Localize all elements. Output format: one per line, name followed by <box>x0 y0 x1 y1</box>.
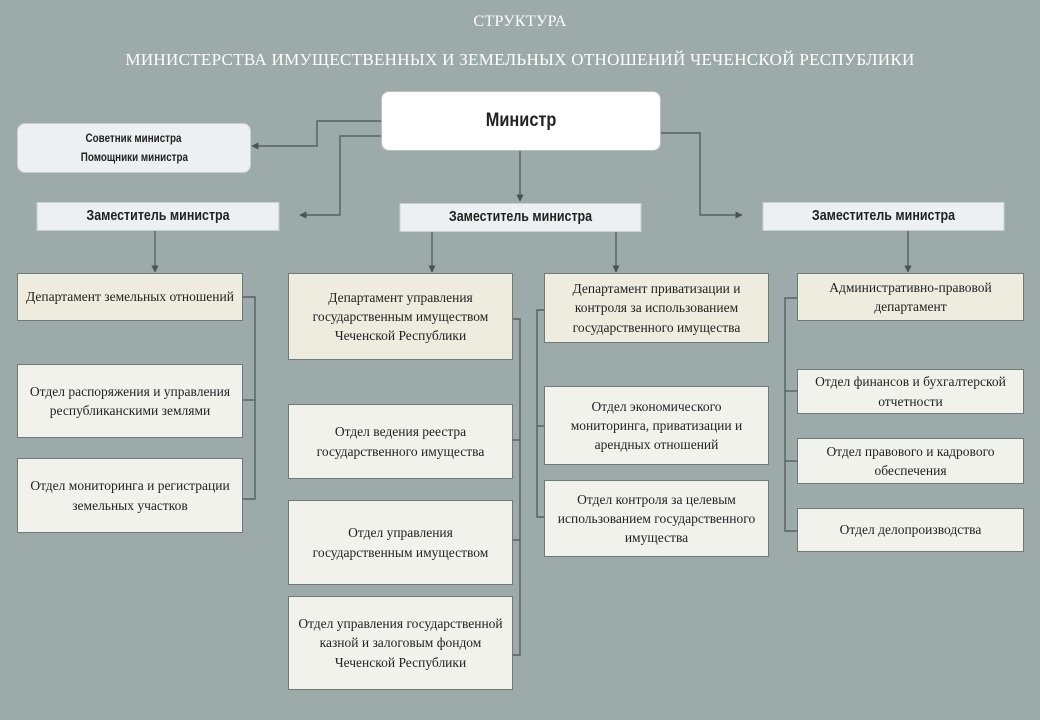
advisor-line-2: Помощники министра <box>80 150 188 164</box>
connector-minister-advisor <box>251 120 381 150</box>
bracket-col2 <box>513 318 521 656</box>
bracket-col1 <box>243 296 256 500</box>
connector-minister-deputy-right <box>661 132 743 219</box>
deputy-box-center: Заместитель министра <box>399 203 642 232</box>
unit-records: Отдел делопроизводства <box>797 508 1024 552</box>
unit-land-management: Отдел распоряжения и управления республи… <box>17 364 243 438</box>
chart-title-line-1: СТРУКТУРА <box>473 13 567 30</box>
bracket-col3 <box>536 309 544 518</box>
dept-state-property: Департамент управления государственным и… <box>288 273 513 360</box>
dept-administrative-legal: Административно-правовой департамент <box>797 273 1024 321</box>
dept-land-relations: Департамент земельных отношений <box>17 273 243 321</box>
minister-box: Министр <box>381 91 661 151</box>
unit-legal-hr: Отдел правового и кадрового обеспечения <box>797 438 1024 484</box>
advisor-line-1: Советник министра <box>86 131 182 146</box>
unit-treasury: Отдел управления государственной казной … <box>288 596 513 690</box>
minister-label: Министр <box>485 109 557 131</box>
connector-minister-deputy-left <box>299 135 381 219</box>
unit-land-monitoring: Отдел мониторинга и регистрации земельны… <box>17 458 243 533</box>
unit-finance: Отдел финансов и бухгалтерской отчетност… <box>797 369 1024 414</box>
unit-target-use-control: Отдел контроля за целевым использованием… <box>544 480 769 557</box>
deputy-box-left: Заместитель министра <box>36 202 280 231</box>
bracket-col4 <box>784 297 797 532</box>
deputy-box-right: Заместитель министра <box>762 202 1005 231</box>
unit-property-management: Отдел управления государственным имущест… <box>288 500 513 585</box>
advisor-box: Советник министра Помощники министра <box>17 123 251 173</box>
unit-economic-monitoring: Отдел экономического мониторинга, приват… <box>544 386 769 465</box>
unit-registry: Отдел ведения реестра государственного и… <box>288 404 513 479</box>
chart-title-line-2: МИНИСТЕРСТВА ИМУЩЕСТВЕННЫХ И ЗЕМЕЛЬНЫХ О… <box>125 50 915 69</box>
dept-privatization: Департамент приватизации и контроля за и… <box>544 273 769 343</box>
